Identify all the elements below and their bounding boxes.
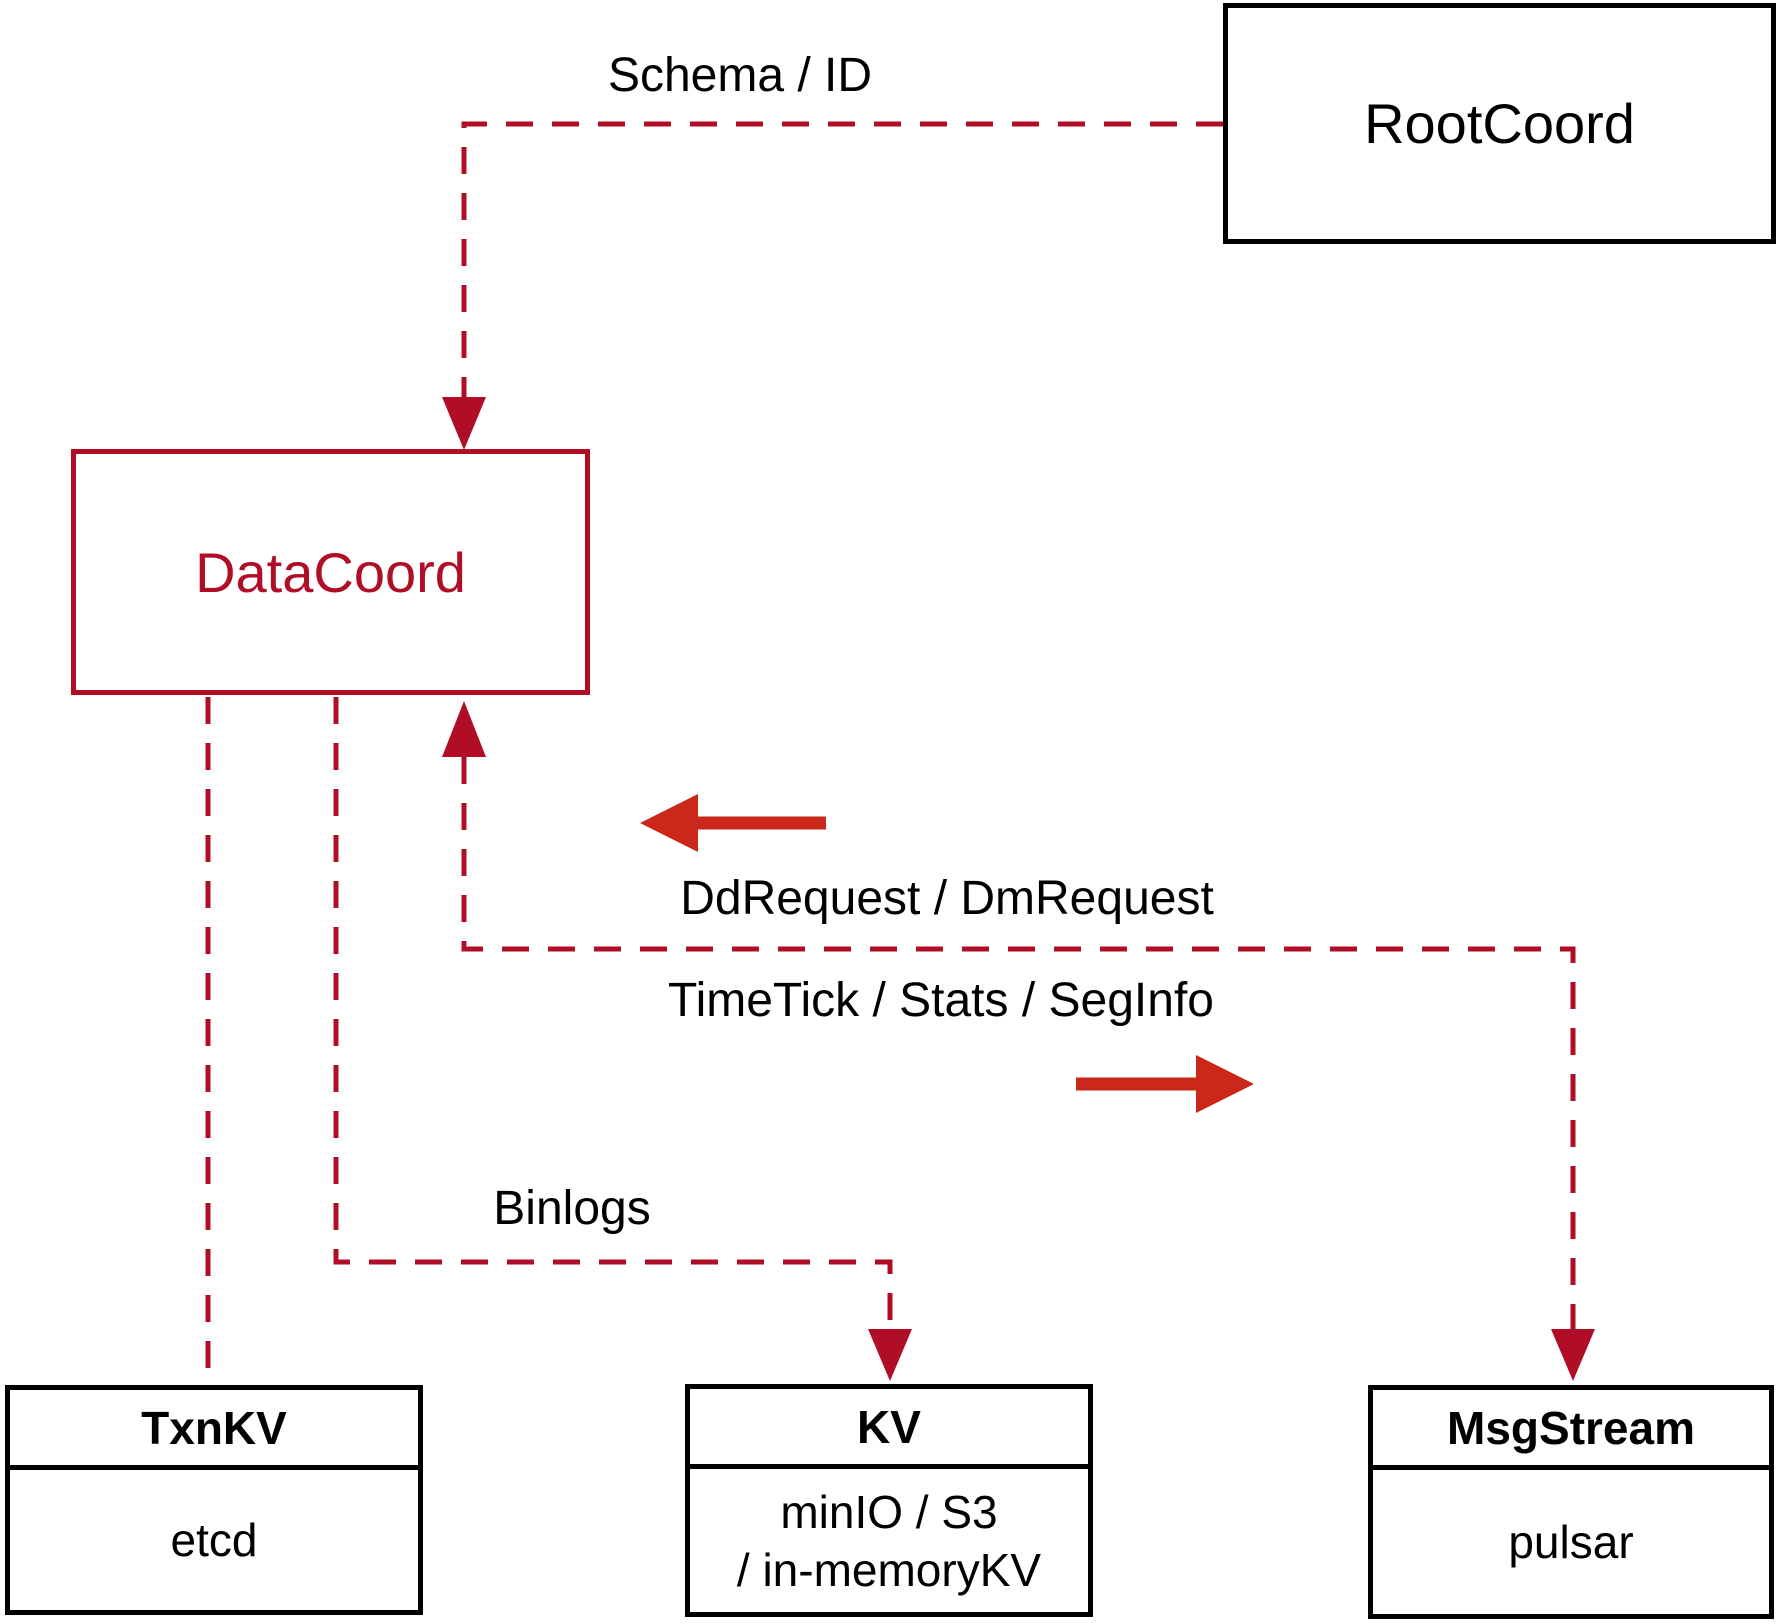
txnkv-content-text: etcd bbox=[170, 1514, 258, 1566]
rootcoord-node: RootCoord bbox=[1223, 3, 1776, 244]
edge-label-timetick: TimeTick / Stats / SegInfo bbox=[668, 974, 1214, 1027]
edge-rootcoord-to-datacoord bbox=[442, 121, 1223, 450]
rootcoord-label: RootCoord bbox=[1364, 92, 1635, 155]
txnkv-title: TxnKV bbox=[10, 1390, 418, 1470]
kv-title: KV bbox=[690, 1389, 1088, 1469]
edge-datacoord-msgstream-line bbox=[461, 757, 1576, 1329]
arrowhead-into-datacoord-top-icon bbox=[442, 397, 486, 450]
edge-datacoord-to-kv-line bbox=[333, 697, 893, 1329]
arrowhead-into-msgstream-top-icon bbox=[1551, 1329, 1595, 1381]
timetick-direction-right-arrow-icon bbox=[1076, 1055, 1254, 1113]
msgstream-title: MsgStream bbox=[1373, 1390, 1769, 1470]
msgstream-content: pulsar bbox=[1373, 1470, 1769, 1614]
datacoord-node: DataCoord bbox=[71, 449, 590, 695]
arrowhead-into-datacoord-bottom-icon bbox=[442, 701, 486, 757]
edge-label-ddrequest: DdRequest / DmRequest bbox=[680, 872, 1214, 925]
kv-content: minIO / S3 / in-memoryKV bbox=[690, 1469, 1088, 1612]
kv-content-line1: minIO / S3 bbox=[780, 1485, 998, 1538]
txnkv-content: etcd bbox=[10, 1470, 418, 1610]
arrowhead-into-kv-top-icon bbox=[868, 1329, 912, 1381]
txnkv-node: TxnKV etcd bbox=[5, 1385, 423, 1615]
datacoord-label: DataCoord bbox=[195, 540, 466, 604]
ddrequest-direction-left-arrow-head bbox=[640, 794, 698, 852]
edge-label-schema-id: Schema / ID bbox=[607, 49, 873, 102]
msgstream-node: MsgStream pulsar bbox=[1368, 1385, 1774, 1619]
edge-datacoord-to-kv bbox=[333, 697, 912, 1381]
edge-datacoord-msgstream bbox=[442, 701, 1595, 1381]
kv-node: KV minIO / S3 / in-memoryKV bbox=[685, 1384, 1093, 1617]
ddrequest-direction-left-arrow-icon bbox=[640, 794, 826, 852]
edge-rootcoord-to-datacoord-line bbox=[461, 121, 1223, 397]
edge-label-binlogs: Binlogs bbox=[493, 1182, 651, 1235]
kv-content-line2: / in-memoryKV bbox=[736, 1543, 1042, 1596]
timetick-direction-right-arrow-head bbox=[1196, 1055, 1254, 1113]
msgstream-content-text: pulsar bbox=[1508, 1516, 1634, 1568]
